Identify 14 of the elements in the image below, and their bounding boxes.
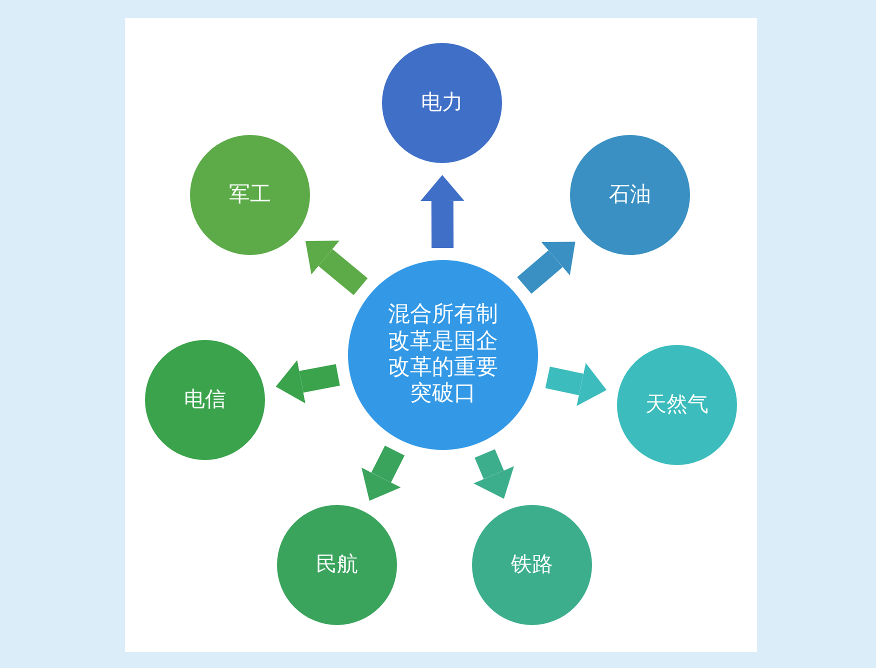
arrow — [517, 242, 576, 294]
node-label: 电信 — [184, 387, 226, 413]
node-label: 混合所有制改革是国企改革的重要突破口 — [387, 302, 499, 408]
node-label: 石油 — [609, 182, 651, 208]
arrow — [545, 363, 607, 406]
node-label: 铁路 — [511, 552, 553, 578]
node-label: 民航 — [316, 552, 358, 578]
arrow — [420, 175, 464, 248]
node-label: 电力 — [421, 90, 463, 116]
arrow — [474, 449, 514, 499]
arrow — [362, 446, 405, 501]
node-label: 天然气 — [646, 392, 708, 418]
node-label: 军工 — [229, 182, 271, 208]
arrow — [276, 360, 340, 404]
